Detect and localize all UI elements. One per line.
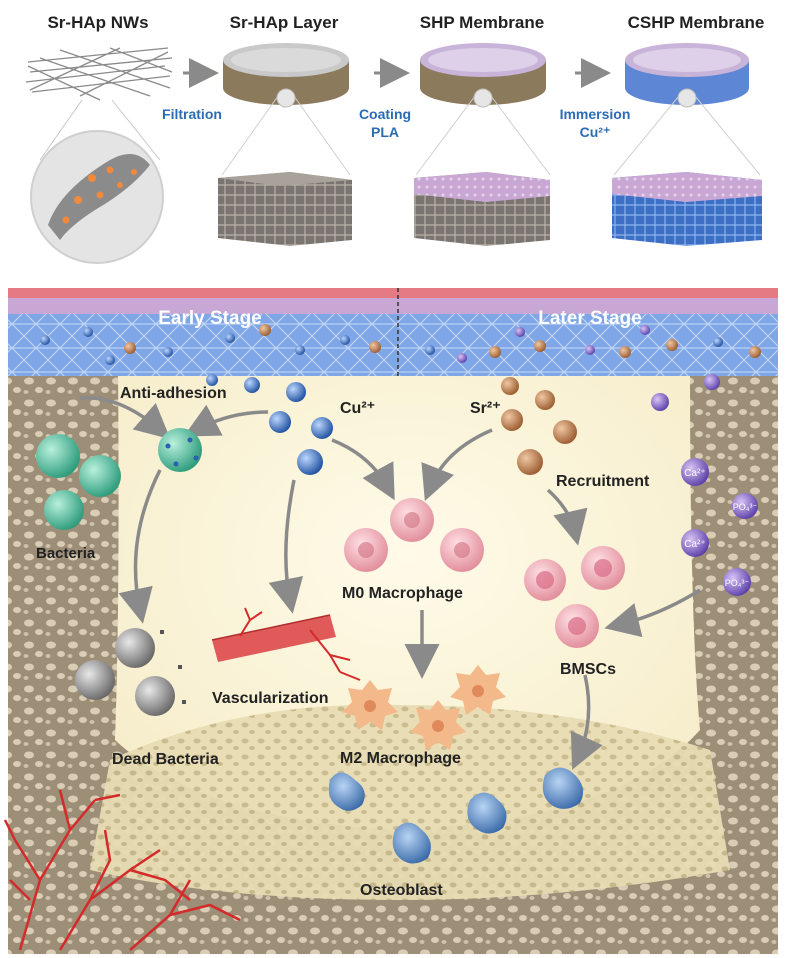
osteoblast-label: Osteoblast: [360, 882, 443, 899]
step-label-immersion: Immersion: [560, 106, 631, 122]
m0-macrophage-label: M0 Macrophage: [342, 585, 463, 602]
dead-bacteria-label: Dead Bacteria: [112, 751, 219, 768]
membrane-sr-hap-layer: [8, 298, 778, 314]
step-label-cu: Cu²⁺: [580, 124, 611, 140]
ca-ion-label-1: Ca²⁺: [684, 468, 705, 479]
sr-ions: [501, 377, 577, 475]
early-stage-label: Early Stage: [158, 308, 262, 329]
bmscs-label: BMSCs: [560, 661, 616, 678]
po4-ion-label-1: PO₄³⁻: [733, 502, 758, 512]
ca-ion-label-2: Ca²⁺: [684, 539, 705, 550]
cu-ion-label: Cu²⁺: [340, 400, 375, 417]
bmsc-cells: [524, 546, 625, 648]
bacteria-label: Bacteria: [36, 545, 96, 562]
membrane-pink-top-layer: [8, 288, 778, 298]
nanowire-magnifier: [30, 99, 164, 264]
bacteria-cells: [36, 428, 202, 530]
membrane-particles: [40, 324, 761, 365]
po4-ion-label-2: PO₄³⁻: [725, 578, 750, 588]
sr-hap-layer-disk: [223, 43, 349, 105]
m0-macrophages: [344, 498, 484, 572]
shp-membrane-disk: [420, 43, 546, 105]
osteoblast-cells: [328, 767, 584, 864]
cu-ions: [206, 374, 333, 475]
cshp-membrane-disk: [625, 43, 749, 105]
sr-hap-layer-block: [218, 88, 352, 246]
vascularization-label: Vascularization: [212, 690, 329, 707]
anti-adhesion-label: Anti-adhesion: [120, 385, 227, 402]
cshp-membrane-block: [612, 88, 762, 246]
blood-vessel-network: [3, 789, 241, 951]
stage-title-shp-membrane: SHP Membrane: [420, 13, 544, 32]
m2-macrophage-label: M2 Macrophage: [340, 750, 461, 767]
ca-po4-ions: [651, 374, 758, 596]
dead-bacteria-cells: [75, 628, 186, 716]
step-label-filtration: Filtration: [162, 106, 222, 122]
blood-vessel: [211, 607, 361, 681]
process-arrows: [79, 396, 701, 770]
stage-title-cshp-membrane: CSHP Membrane: [628, 13, 765, 32]
new-bone-region: [90, 704, 730, 900]
recruitment-label: Recruitment: [556, 473, 650, 490]
stage-title-sr-hap-nws: Sr-HAp NWs: [47, 13, 148, 32]
step-label-pla: PLA: [371, 124, 399, 140]
step-label-coating: Coating: [359, 106, 411, 122]
stage-title-sr-hap-layer: Sr-HAp Layer: [230, 13, 339, 32]
later-stage-label: Later Stage: [538, 308, 641, 329]
membrane-fiber-layer: [8, 314, 778, 376]
m2-macrophages: [342, 665, 506, 750]
nanowire-mesh: [25, 47, 173, 101]
sr-ion-label: Sr²⁺: [470, 400, 501, 417]
shp-membrane-block: [414, 88, 551, 246]
